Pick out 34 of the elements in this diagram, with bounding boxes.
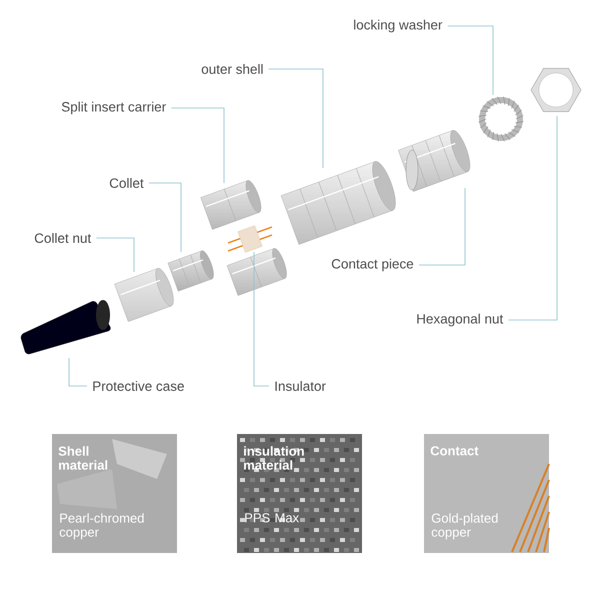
leader-line xyxy=(171,108,224,184)
tile-text: PPS Max xyxy=(245,513,299,522)
collet-nut-drawing xyxy=(114,268,174,322)
material-tile xyxy=(52,434,177,553)
tile-heading: Contact xyxy=(430,446,478,456)
leader-line xyxy=(96,238,134,272)
part-label: Collet xyxy=(110,178,144,188)
leader-line xyxy=(268,68,324,168)
part-label: Insulator xyxy=(275,381,326,391)
protective-case-drawing xyxy=(20,300,111,354)
hexagonal-nut-drawing xyxy=(530,68,582,112)
contact-piece-drawing xyxy=(398,130,470,192)
tile-text: Gold-plated copper xyxy=(432,513,498,540)
leader-line xyxy=(508,116,558,320)
leader-line xyxy=(418,188,466,266)
leader-line xyxy=(148,182,182,252)
tile-heading: Shell material xyxy=(58,446,108,470)
locking-washer-drawing xyxy=(479,97,523,141)
outer-shell-drawing xyxy=(280,161,396,245)
material-tile xyxy=(424,434,550,553)
part-label: outer shell xyxy=(202,64,263,74)
tile-text: Pearl-chromed copper xyxy=(60,513,144,540)
leader-line xyxy=(68,358,88,386)
part-label: Protective case xyxy=(93,381,184,391)
leader-line xyxy=(254,252,270,386)
insulator-drawing xyxy=(228,225,272,253)
part-label: Split insert carrier xyxy=(62,102,166,114)
part-label: locking washer xyxy=(354,20,442,32)
collet-drawing xyxy=(168,250,214,292)
part-label: Contact piece xyxy=(332,258,414,272)
part-label: Collet nut xyxy=(34,233,92,243)
split-insert-carrier-drawing xyxy=(200,180,262,230)
leader-line xyxy=(447,26,494,96)
part-label: Hexagonal nut xyxy=(417,314,504,326)
